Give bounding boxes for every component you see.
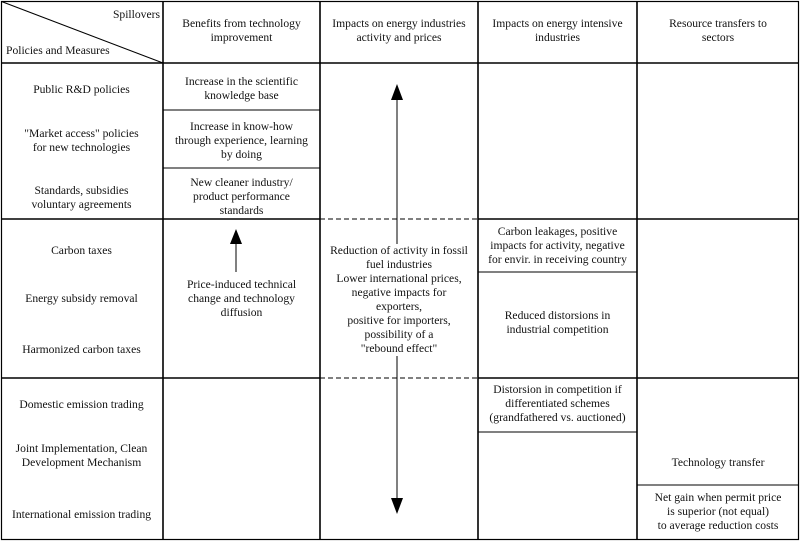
policy-market-access: "Market access" policies for new technol…: [24, 127, 139, 154]
benefit-price-induced-change: Price-induced technical change and techn…: [186, 278, 297, 319]
policy-public-rd: Public R&D policies: [33, 83, 130, 96]
intensive-reduced-distortions: Reduced distorsions in industrial compet…: [504, 309, 611, 336]
transfer-net-gain: Net gain when permit price is superior (…: [654, 491, 782, 532]
policy-harmonized-carbon-taxes: Harmonized carbon taxes: [22, 343, 141, 356]
benefit-scientific-knowledge: Increase in the scientific knowledge bas…: [185, 75, 298, 102]
intensive-trading-distortion: Distorsion in competition if differentia…: [489, 383, 626, 424]
header-energy-impacts: Impacts on energy industries activity an…: [332, 17, 466, 44]
policy-ji-cdm: Joint Implementation, Clean Development …: [15, 442, 148, 469]
intensive-carbon-leakage: Carbon leakages, positive impacts for ac…: [488, 225, 627, 266]
corner-policies-label: Policies and Measures: [6, 44, 110, 57]
transfer-technology: Technology transfer: [671, 456, 765, 469]
policy-international-emission-trading: International emission trading: [11, 508, 152, 521]
policy-standards-subsidies: Standards, subsidies voluntary agreement…: [31, 184, 132, 211]
energy-impacts-text: Reduction of activity in fossil fuel ind…: [321, 244, 477, 356]
policy-carbon-taxes: Carbon taxes: [51, 244, 112, 257]
benefit-know-how: Increase in know-how through experience,…: [175, 120, 308, 161]
policy-domestic-emission-trading: Domestic emission trading: [19, 398, 144, 411]
header-resource-transfers: Resource transfers to sectors: [669, 17, 767, 44]
policy-energy-subsidy-removal: Energy subsidy removal: [25, 292, 138, 305]
price-induced-up-arrow: [230, 229, 242, 272]
header-benefits: Benefits from technology improvement: [182, 17, 301, 44]
benefit-cleaner-standards: New cleaner industry/ product performanc…: [190, 176, 293, 217]
corner-spillovers-label: Spillovers: [112, 8, 160, 21]
header-intensive-industries: Impacts on energy intensive industries: [492, 17, 623, 44]
